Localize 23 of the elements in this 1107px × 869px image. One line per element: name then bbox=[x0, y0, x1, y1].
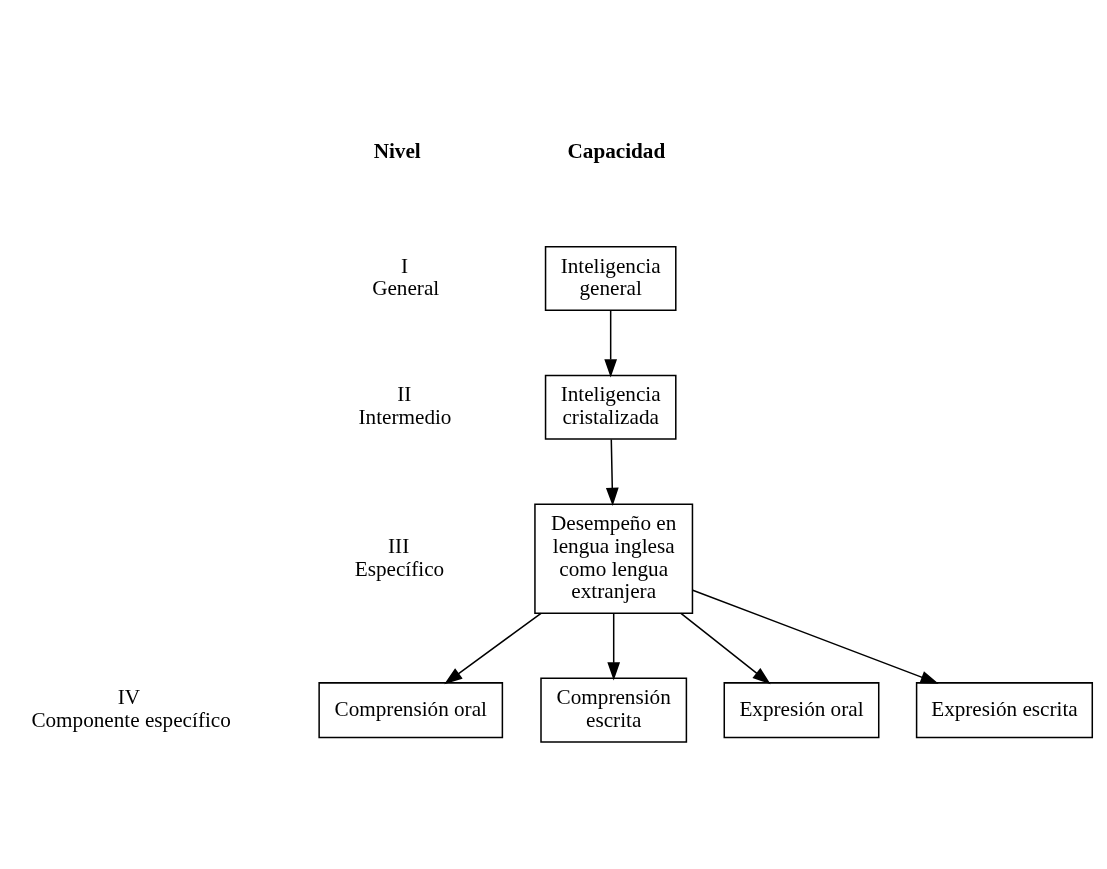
node-box: Desempeño en lengua inglesa como lengua extranjera bbox=[534, 503, 694, 614]
arrow bbox=[692, 589, 939, 684]
node-box: Inteligencia general bbox=[544, 245, 677, 312]
node-box: Inteligencia cristalizada bbox=[544, 374, 677, 440]
arrow bbox=[444, 612, 542, 685]
node-box: Comprensión escrita bbox=[540, 677, 688, 743]
label: I bbox=[400, 253, 408, 278]
label: III bbox=[388, 533, 410, 558]
node-box: Expresión oral bbox=[723, 682, 880, 739]
node-box: Expresión escrita bbox=[915, 682, 1094, 739]
arrow bbox=[604, 309, 618, 378]
arrow bbox=[605, 438, 619, 506]
label: Componente específico bbox=[31, 708, 231, 733]
arrow bbox=[607, 612, 621, 681]
node-box: Comprensión oral bbox=[318, 682, 504, 739]
label: II bbox=[397, 382, 412, 407]
label: IV bbox=[117, 685, 141, 710]
arrow bbox=[680, 612, 771, 685]
label: Capacidad bbox=[567, 139, 666, 164]
label: Específico bbox=[354, 556, 445, 581]
label: Intermedio bbox=[358, 405, 452, 430]
label: Nivel bbox=[373, 139, 421, 164]
label: General bbox=[372, 276, 440, 301]
